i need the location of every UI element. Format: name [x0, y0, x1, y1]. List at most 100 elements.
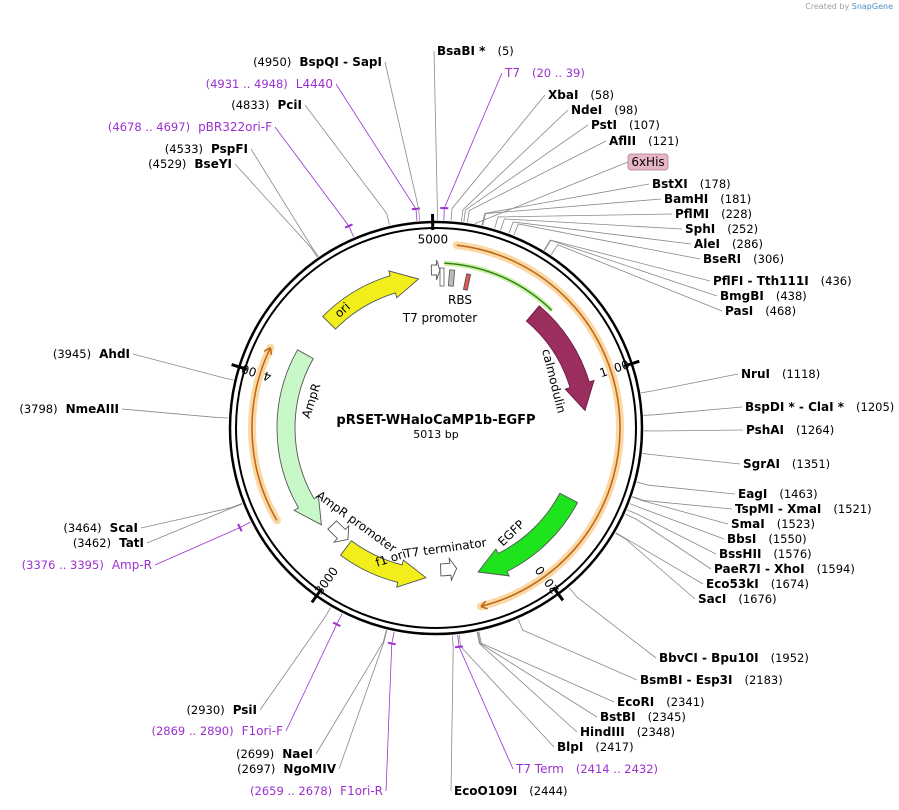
leader-ecori — [478, 631, 615, 703]
leader-t7-term — [457, 634, 514, 770]
site-position: (3945) — [53, 347, 91, 361]
primer-mark-f1ori-r — [387, 641, 396, 646]
site-alei: AleI (286) — [694, 237, 763, 251]
site-position: (1264) — [796, 423, 834, 437]
site-name: PciI — [278, 98, 303, 112]
leader-ndei — [461, 109, 569, 222]
leader-bseyi — [234, 163, 318, 258]
site-position: (1576) — [773, 547, 811, 561]
leader-bstxi — [481, 183, 650, 226]
site-position: (4833) — [231, 98, 269, 112]
site-position: (228) — [721, 207, 752, 221]
leader-alei — [508, 221, 692, 245]
site-name: BamHI — [664, 192, 708, 206]
site-name: PaeR7I - XhoI — [714, 562, 805, 576]
site-name: L4440 — [296, 77, 333, 91]
site-position: (1952) — [771, 651, 809, 665]
site-position: (1676) — [738, 592, 776, 606]
plasmid-size: 5013 bp — [413, 428, 458, 441]
leader-pspfi — [250, 148, 319, 257]
leader-sgrai — [642, 453, 741, 465]
primer-mark-t7-term — [454, 645, 464, 649]
site-aflii: AflII(121) — [609, 134, 679, 148]
site-position: (2659 .. 2678) — [250, 784, 332, 798]
site-ngomiv: NgoMIV(2697) — [237, 762, 337, 776]
leader-nrui — [640, 373, 739, 394]
site-hindiii: HindIII(2348) — [580, 725, 675, 739]
tick-label-5000: 5000 — [418, 233, 449, 247]
site-scai: ScaI(3464) — [63, 521, 138, 535]
site-name: SmaI — [731, 517, 765, 531]
site-bsmbi-esp3i: BsmBI - Esp3I(2183) — [640, 673, 783, 687]
site-name: EcoO109I — [454, 784, 517, 798]
leader-amp-r — [154, 521, 251, 566]
site-name: BstBI — [600, 710, 636, 724]
tick-1000 — [623, 359, 640, 368]
site-name: BsaBI * — [437, 44, 486, 58]
site-bseri: BseRI(306) — [703, 252, 784, 266]
6xhis-label: 6xHis — [631, 155, 664, 169]
site-position: (1205) — [856, 400, 894, 414]
site-tati: TatI(3462) — [73, 536, 144, 550]
site-nrui: NruI(1118) — [741, 367, 820, 381]
site-pflmi: PflMI(228) — [675, 207, 752, 221]
site-ecori: EcoRI(2341) — [617, 695, 705, 709]
site-blpi: BlpI(2417) — [557, 740, 634, 754]
leader-bsabi — [433, 50, 438, 221]
leader-xbai — [450, 94, 546, 221]
leader-paer7i-xhoi — [625, 513, 712, 570]
site-name: SphI — [685, 222, 715, 236]
site-name: SgrAI — [743, 457, 780, 471]
leader-blpi — [458, 634, 555, 748]
leader-pasi — [550, 244, 723, 312]
leader-6xhis — [474, 161, 629, 225]
site-position: (1550) — [768, 532, 806, 546]
site-name: NmeAIII — [66, 402, 119, 416]
site-eagi: EagI(1463) — [738, 487, 818, 501]
site-position: (1463) — [779, 487, 817, 501]
site-position: (1351) — [792, 457, 830, 471]
site-t7: T7(20 .. 39) — [504, 66, 585, 80]
site-name: NdeI — [571, 103, 602, 117]
site-t7-term: T7 Term(2414 .. 2432) — [515, 762, 658, 776]
site-name: T7 Term — [515, 762, 564, 776]
site-pasi: PasI(468) — [725, 304, 796, 318]
leader-hindiii — [476, 631, 578, 733]
site-name: BbvCI - Bpu10I — [659, 651, 759, 665]
site-position: (438) — [776, 289, 807, 303]
feature-label-ampr: AmpR — [299, 382, 323, 420]
site-name: SacI — [698, 592, 726, 606]
feature-egfp — [477, 492, 579, 577]
site-position: (3376 .. 3395) — [22, 558, 104, 572]
site-position: (286) — [732, 237, 763, 251]
site-ecoo109i: EcoO109I(2444) — [454, 784, 568, 798]
backbone-inner — [235, 227, 637, 629]
site-ahdi: AhdI(3945) — [53, 347, 130, 361]
site-bstbi: BstBI(2345) — [600, 710, 686, 724]
site-bspqi-sapi: BspQI - SapI(4950) — [253, 55, 382, 69]
leader-nmeaiii — [121, 408, 229, 419]
tick-4000 — [231, 363, 248, 371]
site-position: (3462) — [73, 536, 111, 550]
site-name: AleI — [694, 237, 720, 251]
site-f1ori-f: F1ori-F(2869 .. 2890) — [151, 724, 283, 738]
orf-ampr-arrowhead — [263, 347, 273, 355]
orf-ampr-line — [251, 347, 278, 521]
leader-bsmbi-esp3i — [517, 618, 638, 681]
leader-eco53ki — [615, 532, 704, 585]
site-pshai: PshAI(1264) — [746, 423, 834, 437]
leader-tati — [146, 503, 243, 544]
site-position: (1523) — [777, 517, 815, 531]
site-bsshii: BssHII(1576) — [719, 547, 812, 561]
site-position: (4931 .. 4948) — [206, 77, 288, 91]
feature-t7-promoter — [430, 259, 441, 281]
site-position: (2417) — [595, 740, 633, 754]
site-amp-r: Amp-R(3376 .. 3395) — [22, 558, 152, 572]
leader-pflmi — [494, 213, 673, 229]
site-name: pBR322ori-F — [198, 120, 272, 134]
site-position: (2341) — [666, 695, 704, 709]
leader-bspdi-clai — [643, 406, 743, 416]
site-name: BseRI — [703, 252, 741, 266]
site-position: (2183) — [744, 673, 782, 687]
